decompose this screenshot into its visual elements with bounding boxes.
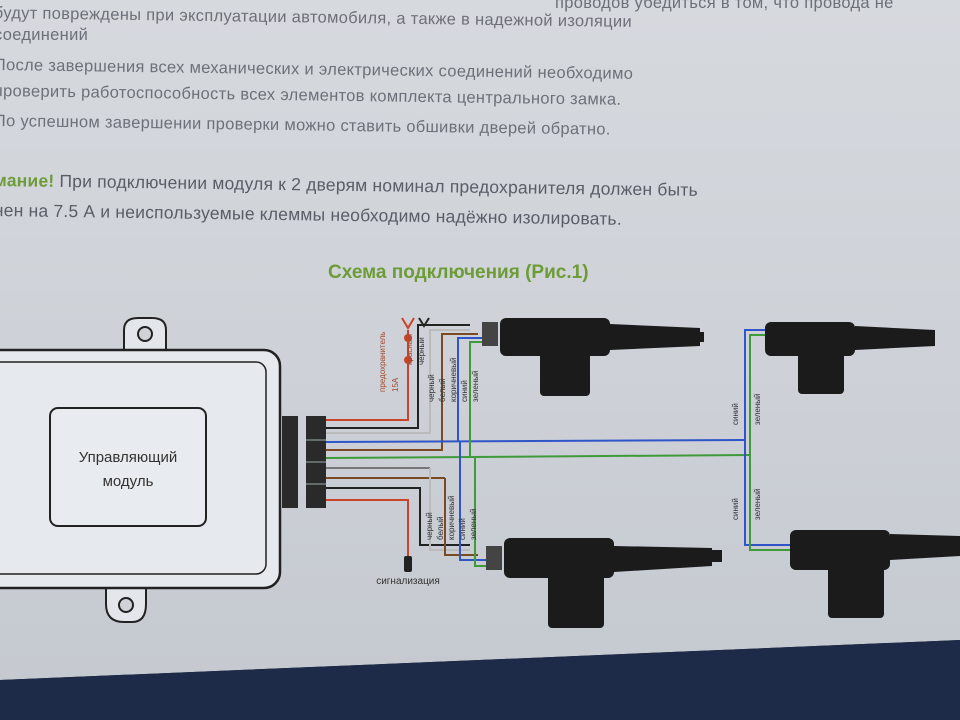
- top-label-black-2: черный: [427, 374, 436, 402]
- top-label-green: зеленый: [471, 370, 480, 402]
- bottom-label-white: белый: [436, 516, 445, 540]
- wire-green-bottom: [474, 458, 486, 567]
- module-inner-frame: [0, 361, 267, 575]
- wire-white-top: [326, 329, 470, 434]
- bottom-label-brown: коричневый: [447, 496, 456, 540]
- mounting-hole-top: [137, 326, 153, 342]
- text-line-top-right: проводов убедиться в том, что провода не: [555, 0, 894, 12]
- module-connector-left: [282, 416, 298, 508]
- right-top-label-green: зеленый: [753, 393, 762, 425]
- wire-brown-top: [326, 333, 478, 451]
- control-module: Управляющий модуль: [0, 317, 326, 623]
- wire-white-bottom: [429, 468, 470, 551]
- diagram-title: Схема подключения (Рис.1): [328, 262, 589, 283]
- right-bottom-label-blue: синий: [731, 498, 740, 520]
- fuse: [401, 317, 430, 364]
- top-label-red: красный: [405, 334, 414, 365]
- bottom-label-green: зеленый: [469, 508, 478, 540]
- bottom-label-black: черный: [425, 512, 434, 540]
- module-label-box: [49, 407, 207, 527]
- wire-red-alarm: [326, 499, 409, 560]
- alarm-output: [404, 556, 412, 572]
- actuator-front-left: [482, 318, 704, 396]
- actuator-front-right: [765, 322, 935, 394]
- right-top-label-blue: синий: [731, 403, 740, 425]
- fuse-label: предохранитель: [378, 332, 387, 392]
- top-label-black-1: черный: [417, 337, 426, 365]
- top-label-brown: коричневый: [449, 358, 458, 402]
- top-label-blue: синий: [460, 380, 469, 402]
- alarm-label: сигнализация: [376, 576, 440, 587]
- wire-black-top: [326, 324, 470, 429]
- right-branch-wires: [744, 329, 790, 551]
- fuse-value: 15A: [391, 377, 400, 392]
- wire-red-fuse: [326, 330, 409, 421]
- module-label-line2: модуль: [103, 473, 154, 490]
- module-wire-bundle: [325, 324, 751, 567]
- text-line-2: соединений: [0, 26, 89, 44]
- bottom-label-blue: синий: [458, 518, 467, 540]
- top-label-white: белый: [438, 378, 447, 402]
- wire-green-main: [325, 454, 751, 459]
- right-bottom-label-green: зеленый: [753, 488, 762, 520]
- wire-brown-bottom: [444, 478, 478, 556]
- actuator-rear-left: [486, 538, 722, 628]
- wire-green-top: [469, 341, 482, 458]
- module-label-line1: Управляющий: [79, 449, 178, 466]
- wire-blue-main: [325, 439, 746, 443]
- wire-blue-bottom: [459, 442, 486, 561]
- actuator-rear-right: [790, 530, 960, 618]
- wire-blue-top: [457, 337, 482, 442]
- mounting-hole-bottom: [118, 597, 134, 613]
